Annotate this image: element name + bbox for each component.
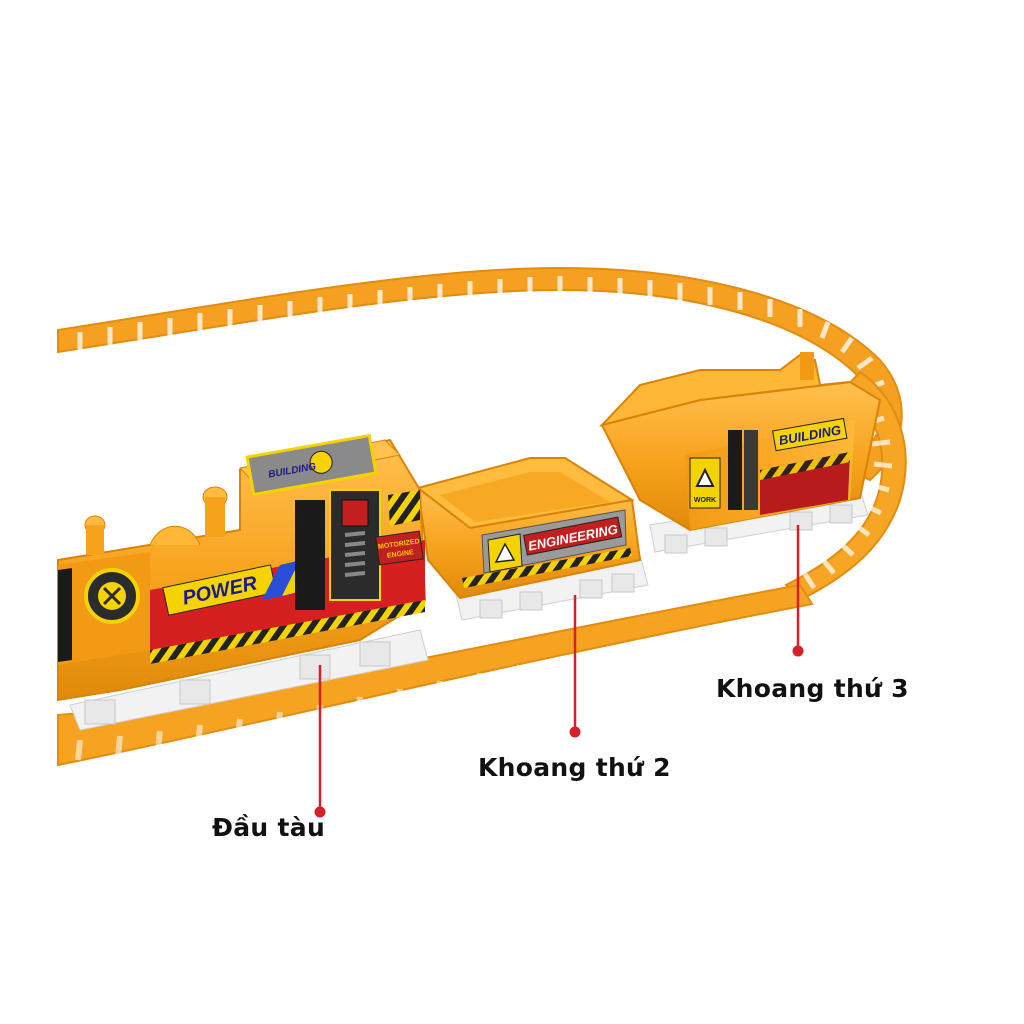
- callout-label-wagon-2: Khoang thứ 2: [478, 753, 671, 782]
- orange-track: [57, 266, 907, 767]
- callout-dot-1: [314, 806, 326, 818]
- engine: POWER MOTORIZED ENGINE BUILDING: [57, 433, 429, 731]
- callout-label-engine: Đầu tàu: [212, 813, 326, 842]
- track-back-sleepers: [77, 276, 889, 436]
- callout-dot-2: [569, 726, 581, 738]
- callout-leaders: [314, 525, 804, 818]
- wagon-2: ENGINEERING: [415, 457, 649, 621]
- wagon-3-work-text: WORK: [694, 497, 716, 504]
- callout-dot-3: [792, 645, 804, 657]
- callout-label-wagon-3: Khoang thứ 3: [716, 674, 909, 703]
- engine-engine-text: ENGINE: [387, 549, 415, 560]
- wagon-3: WORK BUILDING: [598, 352, 882, 554]
- wagon-2-decal: ENGINEERING: [462, 509, 632, 588]
